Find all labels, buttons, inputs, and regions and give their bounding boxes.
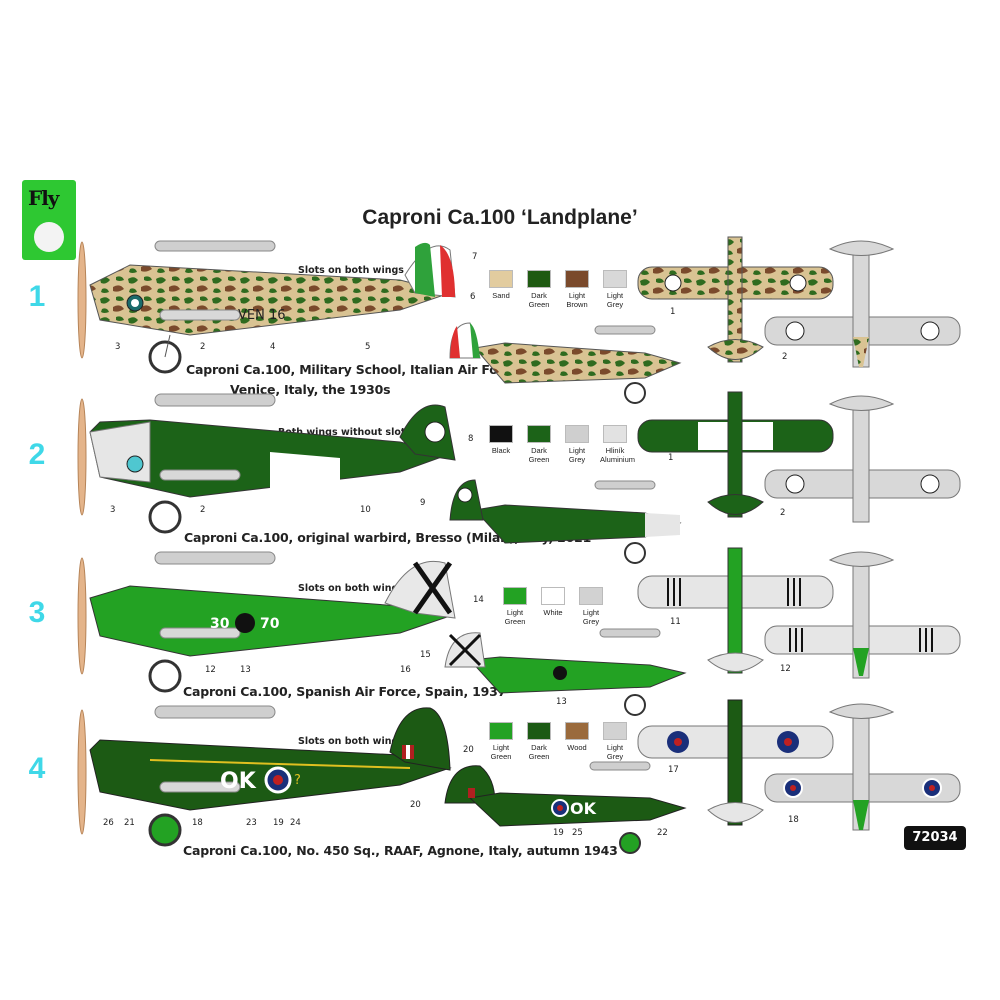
callout: 16	[400, 665, 411, 675]
callout: 5	[365, 342, 371, 352]
callout: 14	[473, 595, 484, 605]
scheme-4-note: Slots on both wings	[298, 736, 404, 747]
callout: 20	[410, 800, 421, 810]
swatch: Light Brown	[562, 270, 592, 309]
logo-text: Fly	[28, 186, 59, 210]
swatch: Hliník Aluminium	[600, 425, 635, 464]
callout: 25	[572, 828, 583, 838]
callout: 19	[273, 818, 284, 828]
swatch: Sand	[486, 270, 516, 309]
callout: 2	[780, 508, 786, 518]
swatch: White	[538, 587, 568, 626]
scheme-1-caption-line2: Venice, Italy, the 1930s	[230, 382, 391, 397]
scheme-number-4: 4	[28, 752, 46, 785]
callout: 7	[472, 252, 478, 262]
callout: 18	[192, 818, 203, 828]
scheme-4-top-view	[637, 699, 834, 826]
callout: 18	[788, 815, 799, 825]
product-code-badge: 72034	[904, 826, 966, 850]
swatch: Dark Green	[524, 722, 554, 761]
callout: 2	[200, 505, 206, 515]
scheme-1-codes: VEN 16	[238, 308, 286, 323]
scheme-4-codes: OK	[220, 769, 257, 794]
scheme-2-bottom-view	[764, 395, 961, 523]
scheme-4-bottom-view	[764, 703, 961, 831]
scheme-1-side-view-small	[449, 322, 682, 404]
scheme-3-note: Slots on both wings	[298, 583, 404, 594]
callout: 11	[670, 617, 681, 627]
callout: 20	[463, 745, 474, 755]
scheme-3-color-swatches: Light Green White Light Grey	[500, 587, 606, 626]
callout: 9	[420, 498, 426, 508]
scheme-1-note: Slots on both wings	[298, 265, 404, 276]
swatch: Light Green	[500, 587, 530, 626]
scheme-4-codes-suffix: ?	[294, 773, 301, 788]
scheme-3-code-left: 30	[210, 616, 230, 632]
callout: 24	[290, 818, 301, 828]
scheme-2-caption: Caproni Ca.100, original warbird, Bresso…	[184, 530, 592, 545]
swatch: Light Grey	[600, 722, 630, 761]
fly-logo: Fly	[22, 180, 76, 260]
callout: 17	[668, 765, 679, 775]
scheme-3-side-view: 30 70	[77, 551, 456, 693]
scheme-1-color-swatches: Sand Dark Green Light Brown Light Grey	[486, 270, 630, 309]
callout: 3	[115, 342, 121, 352]
scheme-number-1: 1	[28, 280, 46, 313]
callout: 23	[246, 818, 257, 828]
swatch: Black	[486, 425, 516, 464]
scheme-4-caption: Caproni Ca.100, No. 450 Sq., RAAF, Agnon…	[183, 843, 618, 858]
logo-badge-icon	[34, 222, 64, 252]
scheme-3-top-view	[637, 547, 834, 674]
callout: 8	[468, 434, 474, 444]
callout: 26	[103, 818, 114, 828]
callout: 12	[780, 664, 791, 674]
scheme-1-bottom-view	[764, 240, 961, 368]
page-title: Caproni Ca.100 ‘Landplane’	[362, 206, 638, 229]
callout: 1	[668, 453, 674, 463]
callout: 2	[200, 342, 206, 352]
scheme-2-note: Both wings without slots	[278, 427, 412, 438]
swatch: Light Grey	[600, 270, 630, 309]
callout: 6	[470, 292, 476, 302]
callout: 2	[782, 352, 788, 362]
swatch: Light Grey	[562, 425, 592, 464]
scheme-1-top-view	[637, 236, 834, 363]
callout: 19	[553, 828, 564, 838]
callout: 22	[657, 828, 668, 838]
swatch: Dark Green	[524, 270, 554, 309]
scheme-2-side-view	[77, 393, 456, 534]
callout: 13	[240, 665, 251, 675]
scheme-2-top-view	[637, 391, 834, 518]
callout: 1	[670, 307, 676, 317]
scheme-4-side-view: OK ?	[77, 705, 452, 847]
scheme-3-caption: Caproni Ca.100, Spanish Air Force, Spain…	[183, 684, 507, 699]
scheme-4-color-swatches: Light Green Dark Green Wood Light Grey	[486, 722, 630, 761]
callout: 4	[270, 342, 276, 352]
scheme-1-caption-line1: Caproni Ca.100, Military School, Italian…	[186, 362, 524, 377]
swatch: Dark Green	[524, 425, 554, 464]
scheme-2-color-swatches: Black Dark Green Light Grey Hliník Alumi…	[486, 425, 635, 464]
swatch: Light Grey	[576, 587, 606, 626]
swatch: Light Green	[486, 722, 516, 761]
scheme-2-side-view-small	[449, 479, 682, 564]
scheme-1-side-view: VEN 16	[77, 240, 456, 374]
scheme-3-code-right: 70	[260, 616, 280, 632]
callout: 10	[360, 505, 371, 515]
callout: 21	[124, 818, 135, 828]
scheme-3-bottom-view	[764, 551, 961, 679]
scheme-4-codes-small: OK	[570, 799, 597, 818]
callout: 3	[110, 505, 116, 515]
scheme-number-2: 2	[28, 438, 46, 471]
callout: 13	[556, 697, 567, 707]
callout: 15	[420, 650, 431, 660]
scheme-4-side-view-small: OK	[444, 761, 687, 854]
scheme-3-side-view-small	[444, 628, 687, 716]
scheme-number-3: 3	[28, 596, 46, 629]
swatch: Wood	[562, 722, 592, 761]
callout: 12	[205, 665, 216, 675]
